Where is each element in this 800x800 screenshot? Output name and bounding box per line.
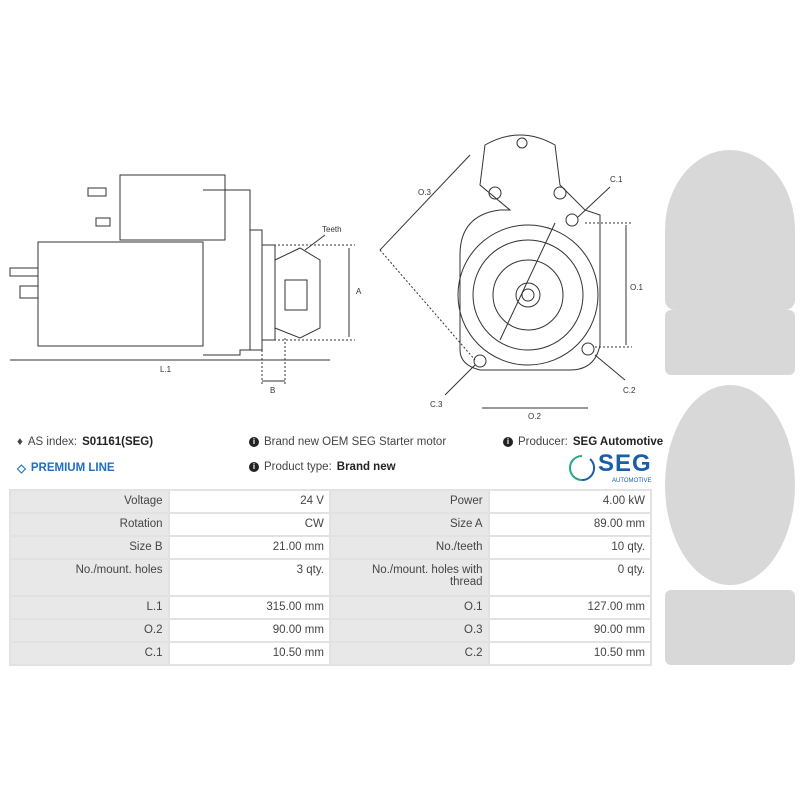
front-view-diagram: O.3 C.1 O.1 C.2 C.3 O.2 [379, 134, 643, 421]
spec-label: L.1 [9, 595, 170, 620]
spec-value: 90.00 mm [487, 618, 653, 643]
info-icon: i [503, 437, 513, 447]
side-view-diagram: Teeth A B L.1 [9, 174, 362, 395]
product-photo-rear [665, 385, 795, 585]
spec-label: Power [328, 489, 490, 514]
info-icon: i [249, 437, 259, 447]
spec-label: Size B [9, 535, 170, 560]
spec-value: CW [167, 512, 331, 537]
diamond-icon: ◇ [17, 463, 26, 475]
a-label: A [356, 287, 362, 296]
product-photo-side [665, 310, 795, 375]
spec-label: No./mount. holes with thread [328, 558, 490, 597]
teeth-label: Teeth [322, 225, 342, 234]
spec-label: C.2 [328, 641, 490, 666]
seg-logo: SEG AUTOMOTIVE [568, 452, 654, 486]
o3-label: O.3 [418, 188, 431, 197]
spec-value: 315.00 mm [167, 595, 331, 620]
spec-label: C.1 [9, 641, 170, 666]
spec-label: O.1 [328, 595, 490, 620]
spec-label: Rotation [9, 512, 170, 537]
spec-value: 89.00 mm [487, 512, 653, 537]
tags-icon: ♦ [17, 436, 23, 448]
spec-value: 4.00 kW [487, 489, 653, 514]
product-photo-front [665, 150, 795, 310]
o1-label: O.1 [630, 283, 643, 292]
spec-label: Voltage [9, 489, 170, 514]
info-icon: i [249, 462, 259, 472]
spec-value: 127.00 mm [487, 595, 653, 620]
spec-value: 0 qty. [487, 558, 653, 597]
spec-value: 10.50 mm [487, 641, 653, 666]
spec-label: No./mount. holes [9, 558, 170, 597]
spec-label: O.2 [9, 618, 170, 643]
as-index: ♦ AS index:S01161(SEG) [17, 436, 154, 448]
spec-value: 21.00 mm [167, 535, 331, 560]
spec-value: 24 V [167, 489, 331, 514]
spec-label: No./teeth [328, 535, 490, 560]
l1-label: L.1 [160, 365, 172, 374]
spec-label: Size A [328, 512, 490, 537]
spec-value: 10 qty. [487, 535, 653, 560]
spec-value: 10.50 mm [167, 641, 331, 666]
spec-label: O.3 [328, 618, 490, 643]
c2-label: C.2 [623, 386, 636, 395]
c1-label: C.1 [610, 175, 623, 184]
product-photo-side-2 [665, 590, 795, 665]
spec-value: 3 qty. [167, 558, 331, 597]
o2-label: O.2 [528, 412, 541, 421]
premium-line: ◇ PREMIUM LINE [17, 462, 115, 475]
b-label: B [270, 386, 275, 395]
c3-label: C.3 [430, 400, 443, 409]
spec-value: 90.00 mm [167, 618, 331, 643]
